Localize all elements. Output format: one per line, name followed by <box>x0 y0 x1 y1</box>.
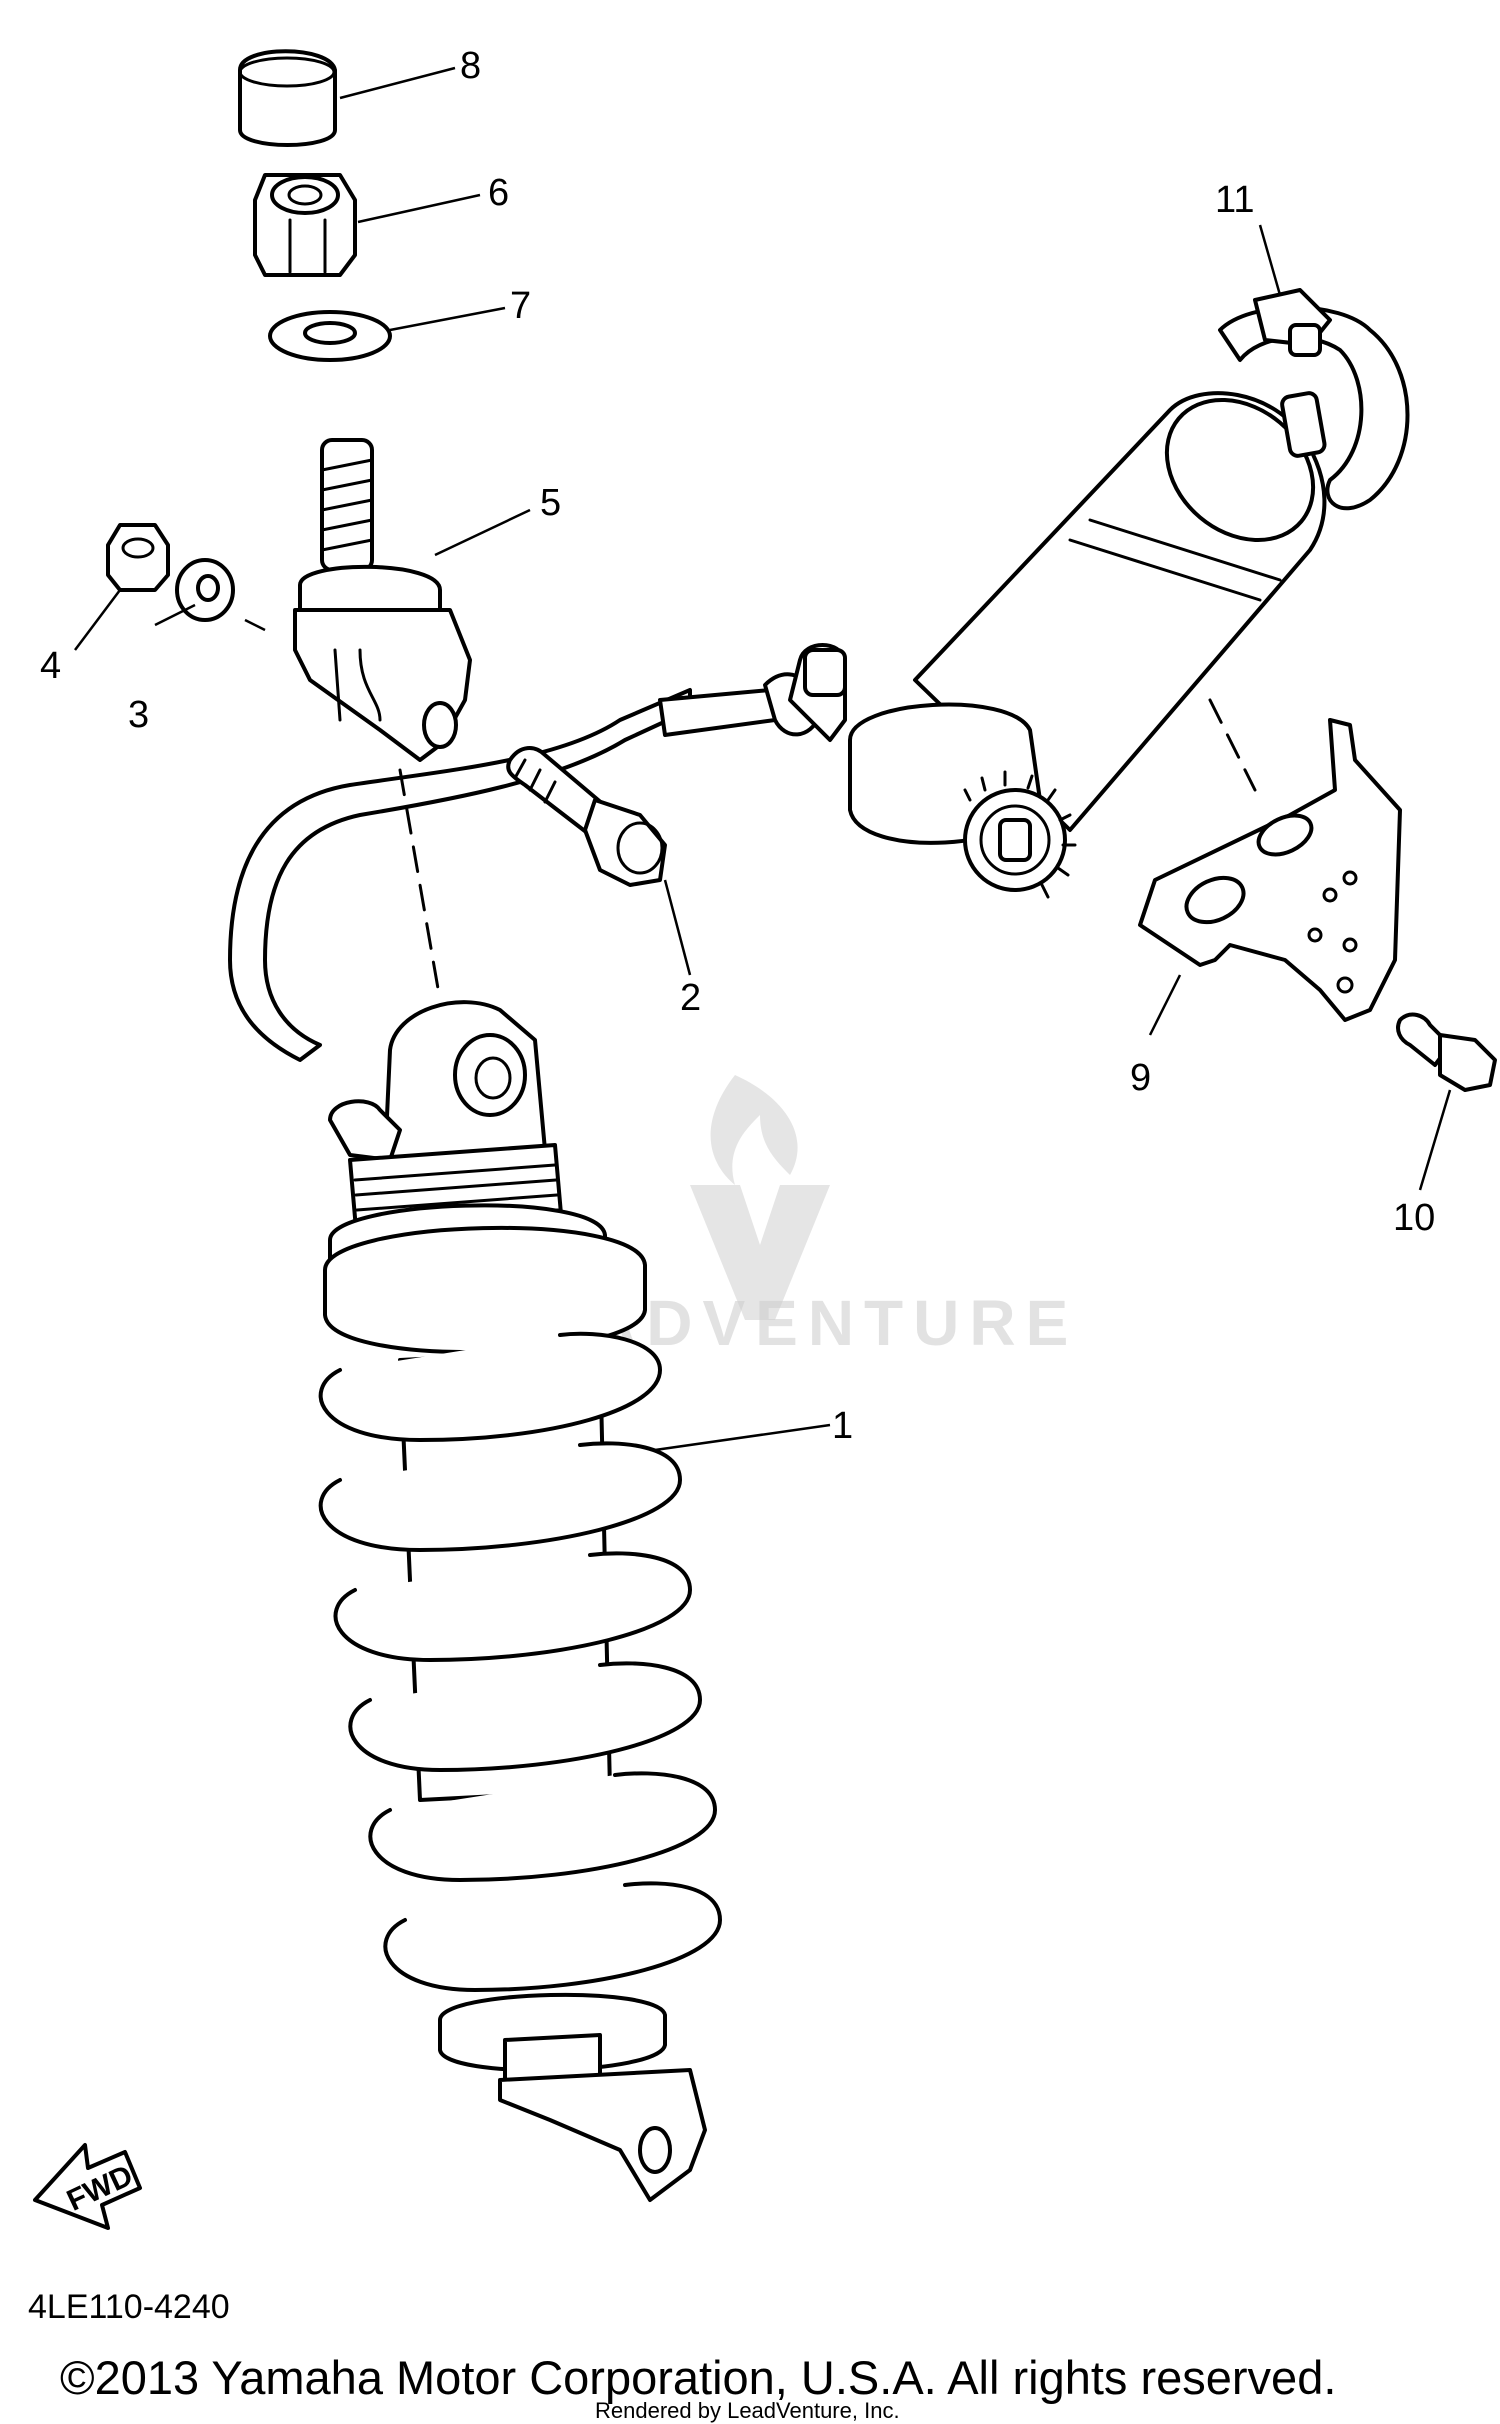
callout-6: 6 <box>488 172 509 214</box>
callout-8: 8 <box>460 45 481 87</box>
part-cap <box>238 49 337 147</box>
part-bracket-bolt <box>1396 1012 1497 1092</box>
callout-5: 5 <box>540 482 561 524</box>
callout-labels: 8 6 7 5 4 3 2 9 10 11 1 <box>40 45 1435 1447</box>
part-upper-bracket <box>293 438 472 762</box>
part-nut-small <box>106 523 170 592</box>
diagram-code: 4LE110-4240 <box>28 2288 230 2326</box>
part-washer-small <box>175 558 235 622</box>
part-hose <box>228 643 847 1062</box>
fwd-arrow-icon: FWD <box>33 2143 142 2230</box>
part-bolt <box>506 746 667 887</box>
part-nut-top <box>253 173 357 277</box>
alignment-lines <box>398 698 1257 1002</box>
part-hose-clamp <box>1218 288 1410 511</box>
callout-4: 4 <box>40 645 61 687</box>
watermark-text: ADVENTURE <box>590 1287 1078 1359</box>
part-reservoir <box>848 391 1327 899</box>
callout-11: 11 <box>1215 179 1254 221</box>
part-shock-absorber <box>318 1000 722 2202</box>
rendered-by-notice: Rendered by LeadVenture, Inc. <box>595 2398 900 2423</box>
part-reservoir-bracket <box>1138 718 1402 1022</box>
copyright-notice: ©2013 Yamaha Motor Corporation, U.S.A. A… <box>60 2351 1337 2404</box>
part-washer-top <box>268 310 392 362</box>
callout-2: 2 <box>680 977 701 1019</box>
watermark: ADVENTURE <box>590 1075 1078 1359</box>
callout-1: 1 <box>832 1405 853 1447</box>
callout-9: 9 <box>1130 1057 1151 1099</box>
callout-7: 7 <box>510 285 531 327</box>
leader-lines <box>74 66 1452 1452</box>
callout-10: 10 <box>1393 1197 1435 1239</box>
callout-3: 3 <box>128 694 149 736</box>
